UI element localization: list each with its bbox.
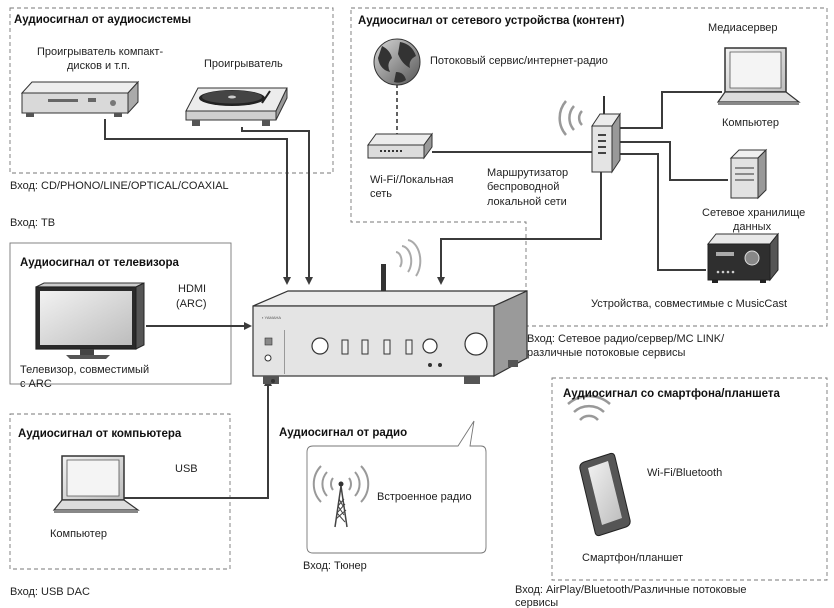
wifi-bt-label: Wi-Fi/Bluetooth xyxy=(647,467,722,479)
amp-wifi-signal-icon xyxy=(395,239,422,277)
wifi-signal-icon xyxy=(558,100,583,136)
input-airplay-label-1: Вход: AirPlay/Bluetooth/Различные потоко… xyxy=(515,584,747,596)
turntable-label: Проигрыватель xyxy=(204,58,283,70)
globe-icon xyxy=(373,38,421,86)
media-server-label: Медиасервер xyxy=(708,22,778,34)
computer-title: Аудиосигнал от компьютера xyxy=(18,428,182,440)
tv-icon xyxy=(35,282,145,359)
input-network-label-1: Вход: Сетевое радио/сервер/MC LINK/ xyxy=(527,333,725,345)
tv-label-1: Телевизор, совместимый xyxy=(20,364,149,376)
radio-title: Аудиосигнал от радио xyxy=(279,427,407,439)
hdmi-label-1: HDMI xyxy=(178,283,206,295)
network-hub-icon xyxy=(367,132,433,160)
input-usb-label: Вход: USB DAC xyxy=(10,586,90,598)
phone-label: Смартфон/планшет xyxy=(582,552,683,564)
wifi-label-1: Wi-Fi/Локальная xyxy=(370,174,454,186)
input-tuner-label: Вход: Тюнер xyxy=(303,560,367,572)
network-computer-label: Компьютер xyxy=(722,117,779,129)
phone-title: Аудиосигнал со смартфона/планшета xyxy=(563,388,781,400)
usb-label: USB xyxy=(175,463,198,475)
radio-bubble xyxy=(306,420,487,554)
phone-box xyxy=(551,377,828,581)
wifi-label-2: сеть xyxy=(370,188,392,200)
nas-label-1: Сетевое хранилище xyxy=(702,207,805,219)
input-tv-label: Вход: TB xyxy=(10,217,55,229)
musiccast-label: Устройства, совместимые с MusicCast xyxy=(591,298,787,310)
cd-player-icon xyxy=(20,80,140,117)
turntable-icon xyxy=(185,87,288,126)
streaming-label: Потоковый сервис/интернет-радио xyxy=(430,55,608,67)
media-server-laptop-icon xyxy=(716,47,801,105)
computer-box xyxy=(9,413,231,570)
input-network-label-2: различные потоковые сервисы xyxy=(527,347,686,359)
computer-label: Компьютер xyxy=(50,528,107,540)
input-cd-label: Вход: CD/PHONO/LINE/OPTICAL/COAXIAL xyxy=(10,180,229,192)
router-label-2: беспроводной xyxy=(487,181,559,193)
input-airplay-label-2: сервисы xyxy=(515,597,558,608)
radio-builtin-label: Встроенное радио xyxy=(377,491,472,503)
wireless-router-icon xyxy=(591,96,621,174)
cd-player-label-2: дисков и т.п. xyxy=(67,60,130,72)
computer-laptop-icon xyxy=(52,455,140,513)
amplifier-icon: ▪ YAMAHA xyxy=(252,264,528,384)
nas-server-icon xyxy=(729,148,768,200)
radio-antenna-icon xyxy=(312,465,370,528)
audio-system-title: Аудиосигнал от аудиосистемы xyxy=(14,14,191,26)
cables xyxy=(97,84,728,499)
hdmi-label-2: (ARC) xyxy=(176,298,207,310)
svg-text:▪ YAMAHA: ▪ YAMAHA xyxy=(262,315,281,320)
musiccast-device-icon xyxy=(706,232,780,283)
tv-label-2: с ARC xyxy=(20,378,52,390)
cd-player-label-1: Проигрыватель компакт- xyxy=(37,46,163,58)
smartphone-icon xyxy=(567,394,631,537)
tv-box xyxy=(9,242,232,385)
router-label-1: Маршрутизатор xyxy=(487,167,568,179)
tv-title: Аудиосигнал от телевизора xyxy=(20,257,180,269)
network-title: Аудиосигнал от сетевого устройства (конт… xyxy=(358,15,625,27)
router-label-3: локальной сети xyxy=(487,196,567,208)
nas-label-2: данных xyxy=(733,221,772,233)
